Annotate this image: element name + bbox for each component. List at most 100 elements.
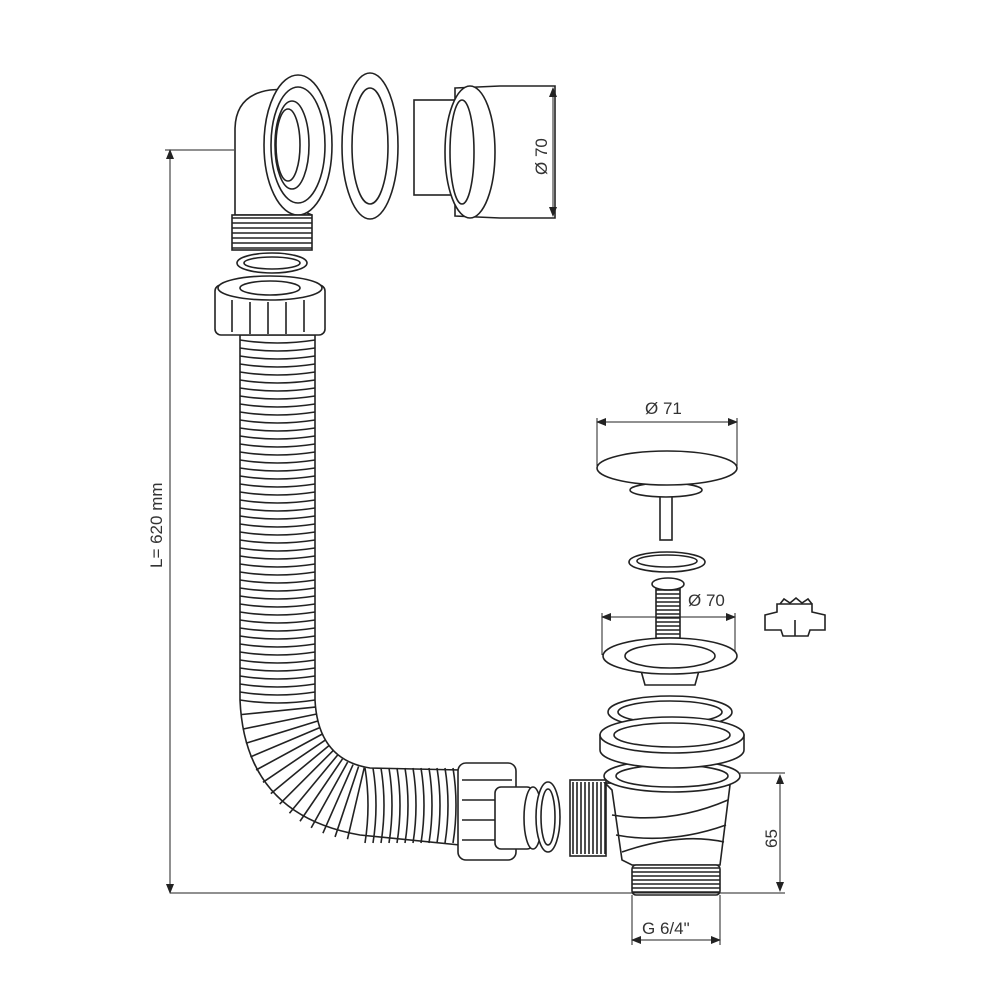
- elbow-thread: [231, 214, 313, 251]
- hose-rib: [380, 767, 385, 844]
- hose-rib: [239, 411, 316, 416]
- length-label: L= 620 mm: [147, 482, 166, 568]
- hose-rib: [239, 363, 316, 368]
- hose-rib: [239, 443, 316, 448]
- hose-rib: [412, 767, 417, 844]
- hose-rib: [239, 619, 316, 624]
- hose-rib: [346, 767, 366, 840]
- hose-rib: [239, 483, 316, 488]
- hose-rib: [279, 749, 334, 805]
- thread-dimension: G 6/4": [631, 895, 721, 945]
- outlet-gasket: [535, 781, 561, 853]
- hose-rib: [239, 355, 316, 360]
- hose-rib: [262, 739, 326, 783]
- hose-rib: [239, 659, 316, 664]
- hose-rib: [239, 571, 316, 576]
- hose-rib: [239, 395, 316, 400]
- height-label: 65: [762, 829, 781, 848]
- hose-rib: [239, 643, 316, 648]
- hose-rib: [364, 767, 369, 844]
- hose-rib: [250, 726, 321, 758]
- flat-washer: [599, 716, 745, 769]
- union-nut-top: [214, 275, 326, 336]
- stopper-plug: [596, 450, 738, 541]
- hose-rib: [288, 754, 339, 814]
- cap-diameter-label: Ø 70: [532, 138, 551, 175]
- hose-rib: [239, 347, 316, 352]
- hose-rib: [239, 451, 316, 456]
- corrugated-hose: [239, 334, 461, 846]
- hose-rib: [444, 767, 449, 844]
- hose-rib: [239, 491, 316, 496]
- hose-rib: [239, 419, 316, 424]
- stopper-diameter-label: Ø 71: [645, 399, 682, 418]
- hose-rib: [239, 667, 316, 672]
- overflow-gasket-ring: [341, 72, 399, 220]
- hose-rib: [245, 720, 318, 745]
- hose-outline: [239, 334, 461, 846]
- hose-rib: [270, 744, 330, 795]
- grate-flange: [602, 637, 738, 686]
- waste-outlet-thread: [631, 864, 721, 896]
- hose-rib: [404, 767, 409, 844]
- hose-rib: [239, 459, 316, 464]
- hose-rib: [239, 611, 316, 616]
- flange-diameter-label: Ø 70: [688, 591, 725, 610]
- hose-rib: [239, 595, 316, 600]
- length-dimension: L= 620 mm: [147, 149, 785, 894]
- hose-rib: [420, 767, 425, 844]
- hose-rib: [436, 767, 441, 844]
- overflow-elbow: [234, 74, 333, 216]
- hose-rib: [452, 767, 457, 844]
- hose-rib: [239, 475, 316, 480]
- dimension-cap-diameter: Ø 70: [532, 87, 557, 217]
- hose-rib: [239, 555, 316, 560]
- hose-rib: [239, 587, 316, 592]
- stopper-o-ring: [628, 551, 706, 573]
- hose-rib: [239, 379, 316, 384]
- hose-rib: [239, 371, 316, 376]
- hose-rib: [239, 603, 316, 608]
- waste-body: [569, 759, 741, 866]
- hose-rib: [388, 767, 393, 844]
- hose-rib: [239, 691, 316, 696]
- hose-rib: [310, 761, 349, 829]
- hose-rib: [239, 699, 316, 704]
- thread-label: G 6/4": [642, 919, 690, 938]
- hose-rib: [240, 706, 316, 716]
- hose-rib: [239, 547, 316, 552]
- hose-rib: [239, 507, 316, 512]
- hose-rib: [239, 523, 316, 528]
- fixing-screw: [651, 577, 685, 641]
- hose-rib: [239, 467, 316, 472]
- hose-rib: [239, 387, 316, 392]
- hose-rib: [239, 579, 316, 584]
- hose-rib: [299, 758, 344, 822]
- hose-rib: [239, 339, 316, 344]
- hose-rib: [239, 539, 316, 544]
- hose-rib: [396, 767, 401, 844]
- flange-diameter-dimension: Ø 70: [601, 591, 736, 655]
- hose-rib: [239, 531, 316, 536]
- hose-rib: [255, 733, 323, 771]
- hose-washer-top: [236, 252, 308, 274]
- hose-rib: [239, 499, 316, 504]
- height-dimension: 65: [740, 772, 785, 892]
- hose-rib: [239, 563, 316, 568]
- hose-rib: [239, 435, 316, 440]
- hose-rib: [239, 635, 316, 640]
- hose-rib: [239, 651, 316, 656]
- hose-rib: [239, 627, 316, 632]
- hose-rib: [372, 767, 377, 844]
- hose-rib: [239, 683, 316, 688]
- hose-rib: [428, 767, 433, 844]
- hose-rib: [239, 427, 316, 432]
- overflow-cap: [413, 85, 556, 219]
- hose-rib: [239, 515, 316, 520]
- stopper-diameter-dimension: Ø 71: [596, 399, 738, 466]
- plastic-nut-part: [764, 596, 826, 637]
- hose-rib: [322, 764, 354, 834]
- hose-rib: [242, 713, 317, 730]
- hose-rib: [239, 675, 316, 680]
